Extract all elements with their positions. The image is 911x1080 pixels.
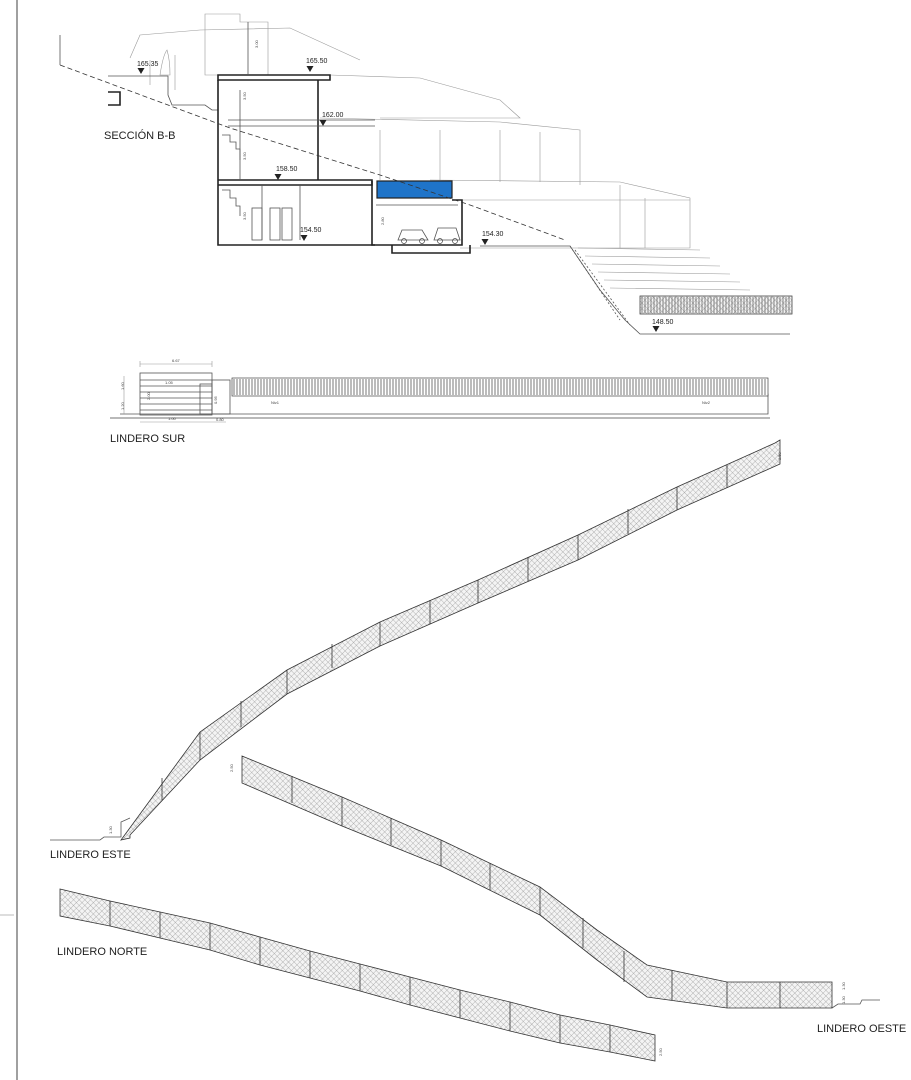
svg-text:1.30: 1.30: [841, 981, 846, 990]
svg-text:165.50: 165.50: [306, 58, 328, 65]
este-fence: [120, 439, 781, 841]
lindero-sur-title: LINDERO SUR: [110, 433, 185, 445]
svg-text:162.00: 162.00: [322, 112, 344, 119]
lower-terrain: [480, 245, 790, 335]
norte-fence: [59, 888, 656, 1062]
svg-text:3.50: 3.50: [242, 151, 247, 160]
natural-terrain-line: [59, 64, 566, 241]
lindero-oeste-title: LINDERO OESTE: [817, 1023, 906, 1035]
svg-text:154.30: 154.30: [482, 231, 504, 238]
lindero-este-title: LINDERO ESTE: [50, 849, 131, 861]
level-marker: 165.35: [137, 61, 159, 74]
svg-text:3.50: 3.50: [242, 211, 247, 220]
svg-text:158.50: 158.50: [276, 166, 298, 173]
svg-text:154.50: 154.50: [300, 227, 322, 234]
level-marker: 154.50: [300, 227, 322, 241]
car-icon: [397, 229, 429, 244]
level-marker: 154.30: [481, 231, 504, 245]
svg-text:6.67: 6.67: [172, 358, 181, 363]
level-marker: 162.00: [319, 112, 344, 126]
svg-text:Niv1: Niv1: [271, 400, 280, 405]
svg-text:2.50: 2.50: [777, 451, 782, 460]
svg-text:1.00: 1.00: [168, 416, 177, 421]
section-bb-title: SECCIÓN B-B: [104, 129, 176, 142]
pool: [376, 180, 453, 199]
sur-fence-slats: [233, 379, 766, 395]
svg-text:2.50: 2.50: [658, 1047, 663, 1056]
svg-text:1.60: 1.60: [120, 381, 125, 390]
svg-text:Niv2: Niv2: [702, 400, 711, 405]
section-bb: 165.35 165.50 162.00 158.50 154.50 154.3…: [59, 13, 793, 335]
lindero-sur: 6.67 1.05 1.00 0.80 1.60 1.20 2.00 0.95 …: [110, 358, 770, 445]
svg-text:1.30: 1.30: [108, 825, 113, 834]
background-house-outline: [129, 13, 751, 291]
svg-text:1.20: 1.20: [120, 401, 125, 410]
este-posts: [161, 465, 728, 800]
svg-text:3.50: 3.50: [242, 91, 247, 100]
lindero-norte-title: LINDERO NORTE: [57, 946, 147, 958]
svg-text:1.30: 1.30: [841, 995, 846, 1004]
svg-text:1.05: 1.05: [165, 380, 174, 385]
terrain-profile: [108, 75, 218, 111]
level-marker: 158.50: [274, 166, 298, 180]
oeste-posts: [291, 776, 781, 1008]
lindero-norte: 2.50 LINDERO NORTE: [57, 888, 663, 1062]
terrain-line: [108, 91, 121, 106]
svg-text:148.50: 148.50: [652, 319, 674, 326]
svg-text:2.00: 2.00: [146, 391, 151, 400]
svg-text:165.35: 165.35: [137, 61, 159, 68]
lindero-este: 1.30 2.50 LINDERO ESTE: [50, 439, 782, 861]
car-icon: [433, 227, 461, 244]
level-marker: 148.50: [652, 319, 674, 332]
svg-text:0.95: 0.95: [213, 395, 218, 404]
norte-posts: [109, 901, 611, 1052]
level-marker: 165.50: [306, 58, 328, 72]
svg-text:2.80: 2.80: [380, 216, 385, 225]
building-section: [217, 22, 471, 254]
svg-text:2.50: 2.50: [229, 763, 234, 772]
lindero-oeste: 2.50 1.30 1.30 LINDERO OESTE: [229, 755, 906, 1035]
svg-text:3.00: 3.00: [254, 39, 259, 48]
svg-text:0.80: 0.80: [216, 417, 225, 422]
